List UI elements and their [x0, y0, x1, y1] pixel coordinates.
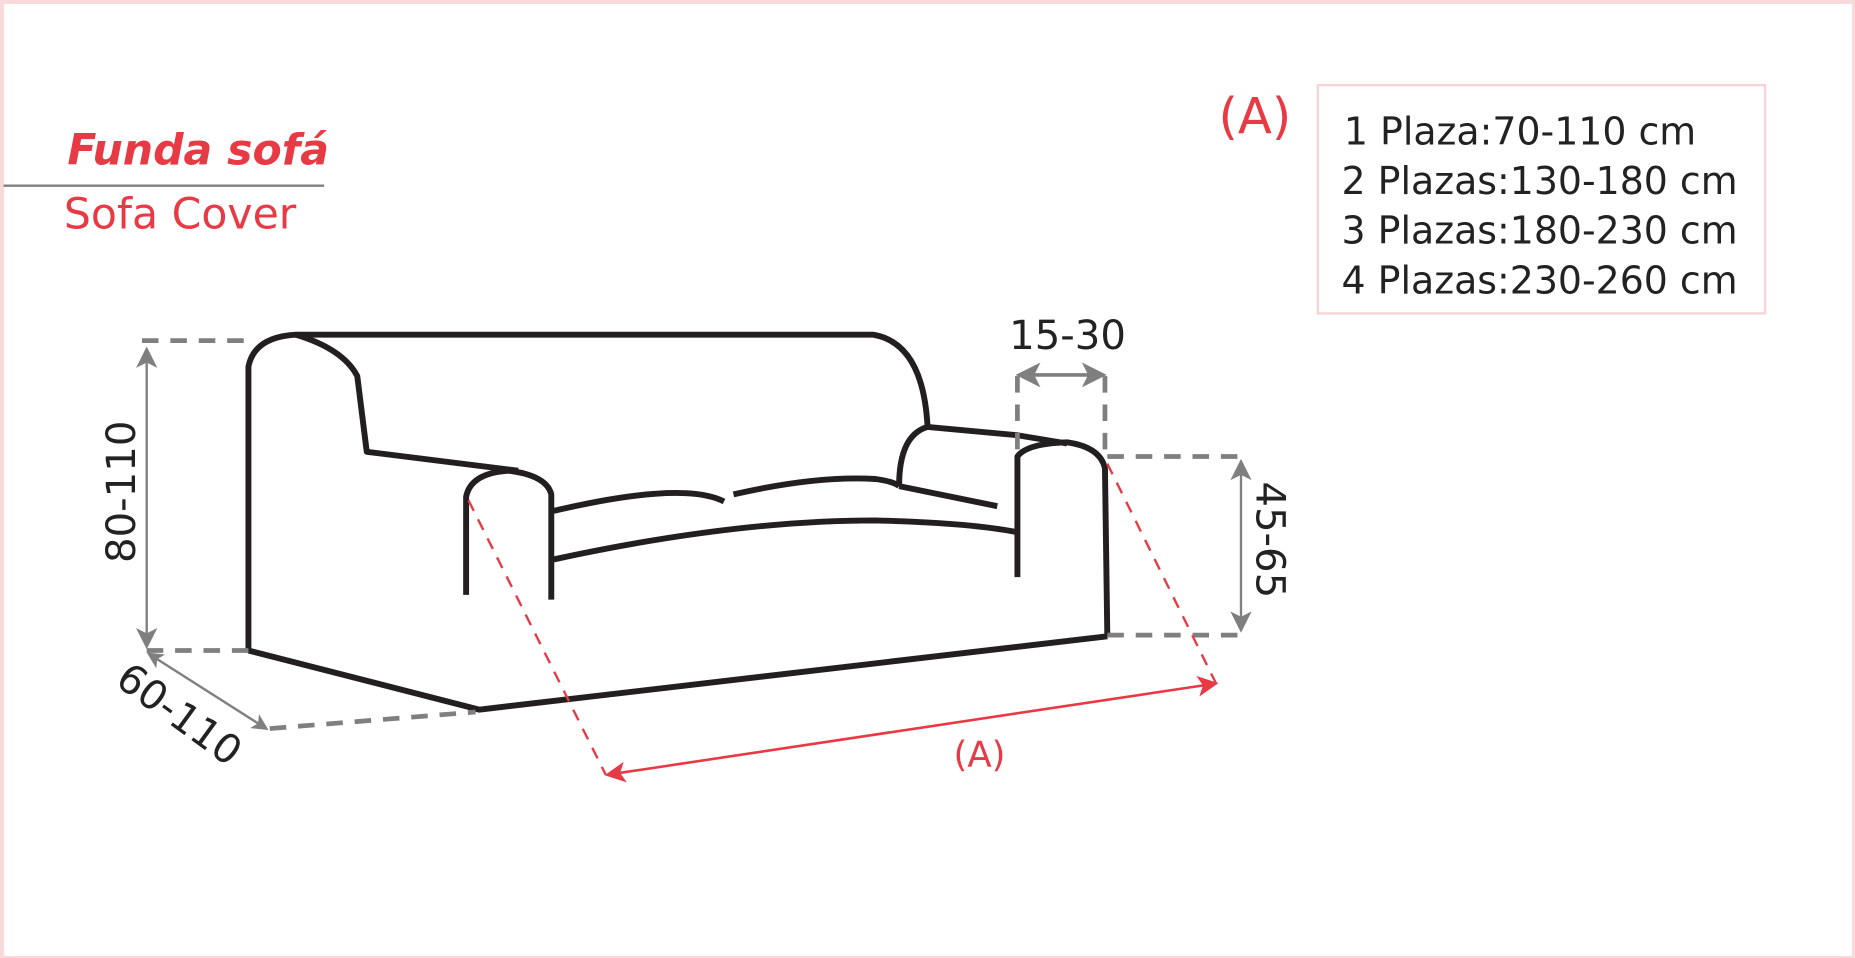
height-label: 80-110: [99, 421, 145, 563]
sofa-outline: [245, 331, 1111, 713]
legend-row-1-range: 70-110 cm: [1492, 109, 1696, 153]
arm-width-label: 15-30: [1009, 313, 1126, 359]
depth-arrow: [146, 652, 269, 731]
legend-box: [1316, 83, 1767, 315]
arm-height-label: 45-65: [1246, 481, 1292, 598]
title-block: Funda sofá Sofa Cover: [3, 125, 329, 239]
legend-row-3-label: 3 Plazas:: [1342, 209, 1510, 253]
sofa-right-arm-front: [1014, 439, 1111, 637]
legend-row-3-range: 180-230 cm: [1510, 209, 1738, 253]
legend-row-2-label: 2 Plazas:: [1342, 159, 1510, 203]
sofa-base: [247, 633, 1108, 713]
legend-row-4-range: 230-260 cm: [1510, 258, 1738, 302]
sofa-right-arm-inner: [896, 424, 1068, 487]
sofa-cushion-left: [552, 489, 726, 514]
sofa-right-cushion-edge: [898, 483, 998, 510]
length-arrow: [604, 675, 1219, 783]
sofa-cushion-right: [732, 475, 901, 498]
arm-height-dimension: 45-65: [1107, 454, 1292, 638]
legend-row-1-label: 1 Plaza:: [1344, 109, 1492, 153]
length-dimension: (A): [467, 463, 1219, 783]
length-label: (A): [954, 734, 1006, 775]
sofa-seat-front: [553, 517, 1018, 563]
title-spanish: Funda sofá: [67, 125, 329, 175]
sofa-left-arm-front: [463, 467, 555, 600]
height-dimension: 80-110: [99, 338, 256, 653]
title-english: Sofa Cover: [64, 189, 297, 239]
sofa-back-outline: [245, 331, 931, 651]
legend-row-2: 2 Plazas:130-180 cm: [1342, 159, 1738, 203]
size-legend: (A) 1 Plaza:70-110 cm 2 Plazas:130-180 c…: [1219, 83, 1767, 315]
legend-row-4: 4 Plazas:230-260 cm: [1342, 258, 1738, 302]
legend-row-4-label: 4 Plazas:: [1342, 258, 1510, 302]
depth-dimension: 60-110: [108, 652, 476, 775]
sofa-left-arm-back: [294, 331, 519, 474]
legend-row-1: 1 Plaza:70-110 cm: [1344, 109, 1696, 153]
legend-marker-a: (A): [1219, 88, 1292, 146]
legend-row-3: 3 Plazas:180-230 cm: [1342, 209, 1738, 253]
arm-width-dimension: 15-30: [1009, 313, 1126, 457]
legend-row-2-range: 130-180 cm: [1510, 159, 1738, 203]
